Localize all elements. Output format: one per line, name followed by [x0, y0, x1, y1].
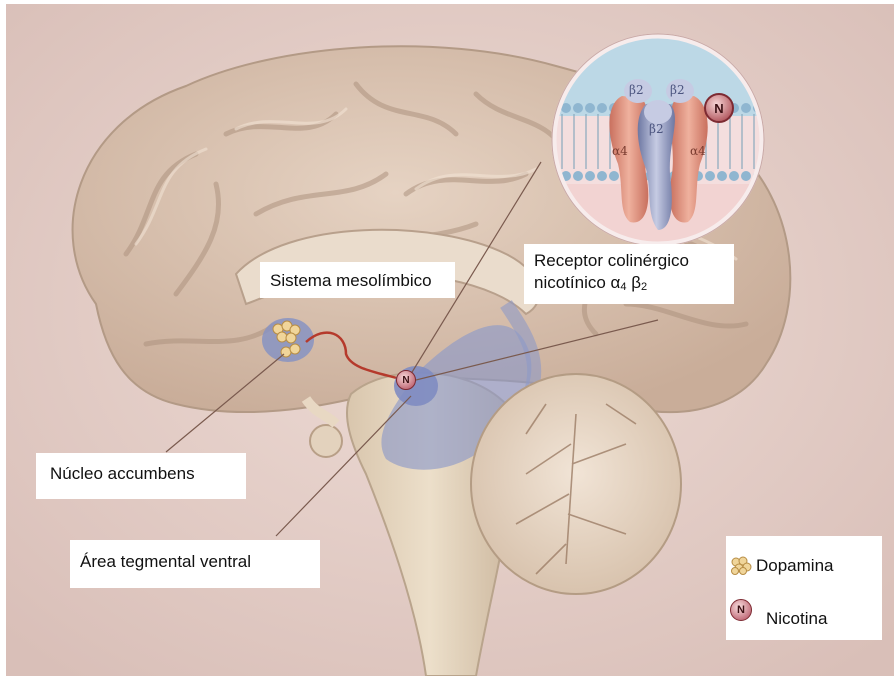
- label-nucleus-accumbens: Núcleo accumbens: [36, 453, 246, 499]
- subunit-label-alpha4-left: α4: [612, 144, 628, 158]
- subunit-label-beta2-right: β2: [670, 83, 685, 97]
- legend: Dopamina N Nicotina: [726, 536, 882, 640]
- legend-dopamine-label: Dopamina: [756, 556, 834, 576]
- subunit-label-alpha4-right: α4: [690, 144, 706, 158]
- legend-nicotine-label: Nicotina: [766, 609, 827, 629]
- nicotine-icon: N: [730, 599, 752, 621]
- label-mesolimbic-system: Sistema mesolímbico: [260, 262, 455, 298]
- dopamine-icon: [730, 556, 752, 576]
- subunit-label-beta2-center: β2: [649, 122, 664, 136]
- label-ventral-tegmental-area: Área tegmental ventral: [70, 540, 320, 588]
- inset-nicotine-icon: N: [704, 93, 734, 123]
- subunit-label-beta2-left: β2: [629, 83, 644, 97]
- vta-nicotine-icon: N: [396, 370, 416, 390]
- illustration-frame: β2 β2 β2 α4 α4 N N Sistema mesolímbico R…: [6, 4, 894, 676]
- label-nicotinic-receptor: Receptor colinérgico nicotínico α4 β2: [524, 244, 734, 304]
